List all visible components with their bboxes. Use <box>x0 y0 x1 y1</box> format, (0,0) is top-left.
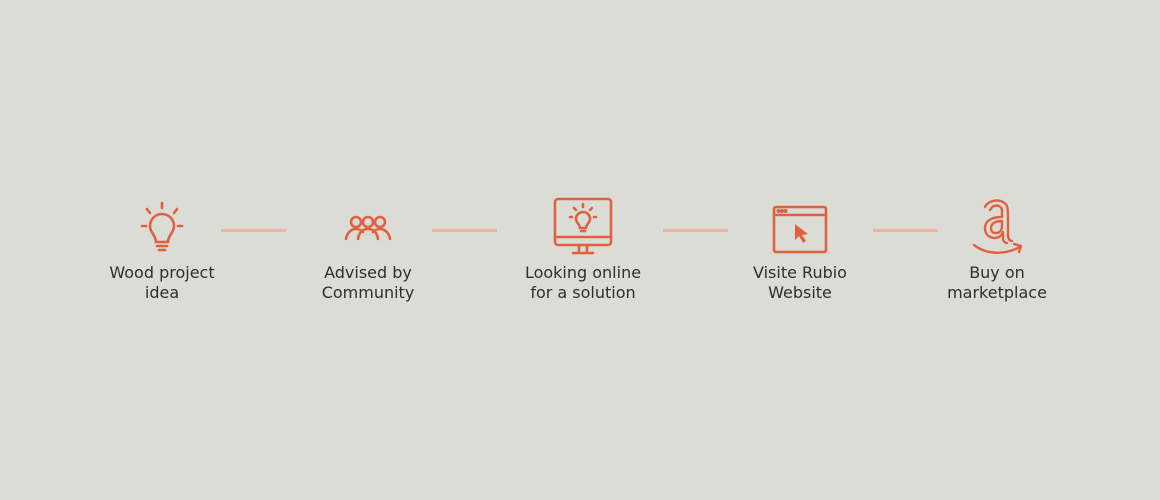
step-label-line: Website <box>768 283 832 302</box>
monitor-lightbulb-icon <box>551 195 615 259</box>
amazon-logo-icon <box>965 195 1029 259</box>
step-label-line: marketplace <box>947 283 1047 302</box>
step-label-line: Visite Rubio <box>753 263 847 282</box>
step-label-line: Looking online <box>524 263 642 282</box>
step-label-line: Buy on <box>969 263 1025 282</box>
community-icon <box>336 195 400 259</box>
connector-line <box>432 229 497 232</box>
browser-cursor-icon <box>768 195 832 259</box>
connector-line <box>873 229 938 232</box>
step-label-line: for a solution <box>530 283 636 302</box>
step-label-line: Community <box>321 283 415 302</box>
step-label-line: Wood project <box>109 263 215 282</box>
lightbulb-icon <box>130 195 194 259</box>
step-label-line: idea <box>144 283 180 302</box>
connector-line <box>663 229 728 232</box>
connector-line <box>221 229 286 232</box>
step-label-line: Advised by <box>324 263 412 282</box>
